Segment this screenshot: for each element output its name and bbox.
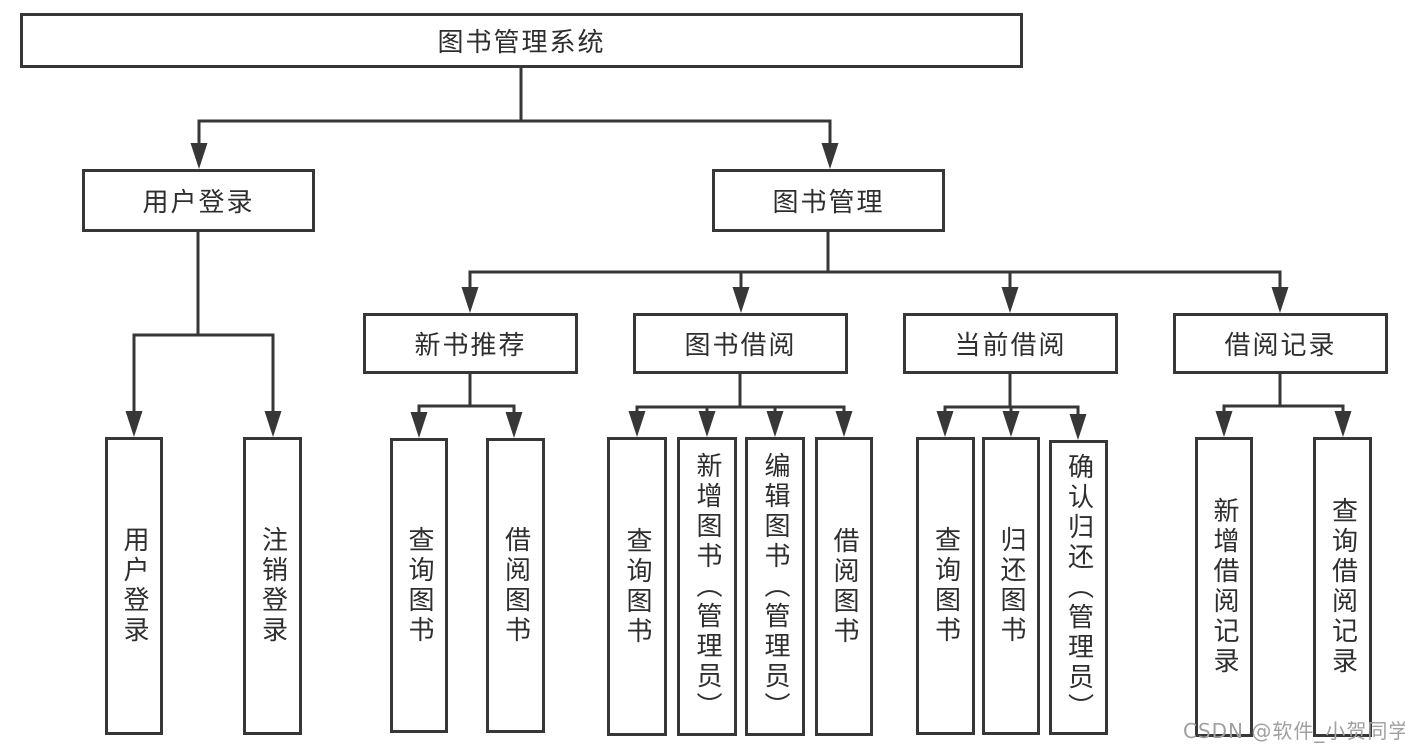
leaf-add-book-admin-label: 新增图书（管理员） bbox=[692, 451, 722, 722]
node-current-borrow-label: 当前借阅 bbox=[954, 331, 1067, 361]
leaf-borrow-book-recommend-label: 借阅图书 bbox=[500, 525, 531, 646]
leaf-query-book-recommend: 查询图书 bbox=[390, 438, 448, 733]
leaf-query-book-current-label: 查询图书 bbox=[930, 526, 961, 646]
node-new-book-recommend-label: 新书推荐 bbox=[414, 331, 527, 361]
leaf-borrow-book: 借阅图书 bbox=[815, 437, 873, 736]
leaf-confirm-return-admin: 确认归还（管理员） bbox=[1049, 440, 1108, 735]
leaf-query-book-recommend-label: 查询图书 bbox=[404, 525, 434, 646]
leaf-borrow-book-label: 借阅图书 bbox=[829, 526, 859, 647]
leaf-logout: 注销登录 bbox=[243, 437, 302, 735]
leaf-query-borrow-record: 查询借阅记录 bbox=[1313, 437, 1372, 737]
node-book-borrow-label: 图书借阅 bbox=[684, 331, 797, 361]
leaf-user-login-label: 用户登录 bbox=[119, 526, 149, 646]
leaf-user-login: 用户登录 bbox=[105, 437, 163, 735]
leaf-query-book-current: 查询图书 bbox=[916, 437, 975, 735]
leaf-logout-label: 注销登录 bbox=[257, 526, 288, 646]
node-book-borrow: 图书借阅 bbox=[633, 313, 848, 374]
leaf-return-book: 归还图书 bbox=[982, 437, 1040, 735]
node-user-login-label: 用户登录 bbox=[142, 188, 255, 218]
leaf-add-borrow-record-label: 新增借阅记录 bbox=[1209, 497, 1239, 677]
node-book-management-label: 图书管理 bbox=[772, 188, 885, 218]
node-library-system: 图书管理系统 bbox=[20, 13, 1023, 68]
leaf-return-book-label: 归还图书 bbox=[996, 526, 1026, 646]
leaf-borrow-book-recommend: 借阅图书 bbox=[486, 438, 545, 733]
leaf-edit-book-admin: 编辑图书（管理员） bbox=[745, 437, 805, 736]
leaf-query-book-borrow: 查询图书 bbox=[607, 437, 667, 736]
leaf-add-borrow-record: 新增借阅记录 bbox=[1195, 437, 1253, 737]
node-borrow-record-label: 借阅记录 bbox=[1224, 331, 1337, 361]
leaf-confirm-return-admin-label: 确认归还（管理员） bbox=[1063, 452, 1094, 723]
node-book-management: 图书管理 bbox=[712, 169, 945, 232]
node-borrow-record: 借阅记录 bbox=[1173, 313, 1388, 374]
node-new-book-recommend: 新书推荐 bbox=[363, 313, 578, 374]
node-current-borrow: 当前借阅 bbox=[903, 313, 1118, 374]
leaf-edit-book-admin-label: 编辑图书（管理员） bbox=[760, 451, 790, 722]
leaf-query-book-borrow-label: 查询图书 bbox=[622, 526, 652, 647]
node-library-system-label: 图书管理系统 bbox=[437, 28, 606, 58]
leaf-add-book-admin: 新增图书（管理员） bbox=[677, 437, 737, 736]
node-user-login: 用户登录 bbox=[82, 169, 315, 232]
watermark: CSDN @软件_小贺同学 bbox=[1183, 719, 1405, 743]
leaf-query-borrow-record-label: 查询借阅记录 bbox=[1327, 497, 1358, 677]
